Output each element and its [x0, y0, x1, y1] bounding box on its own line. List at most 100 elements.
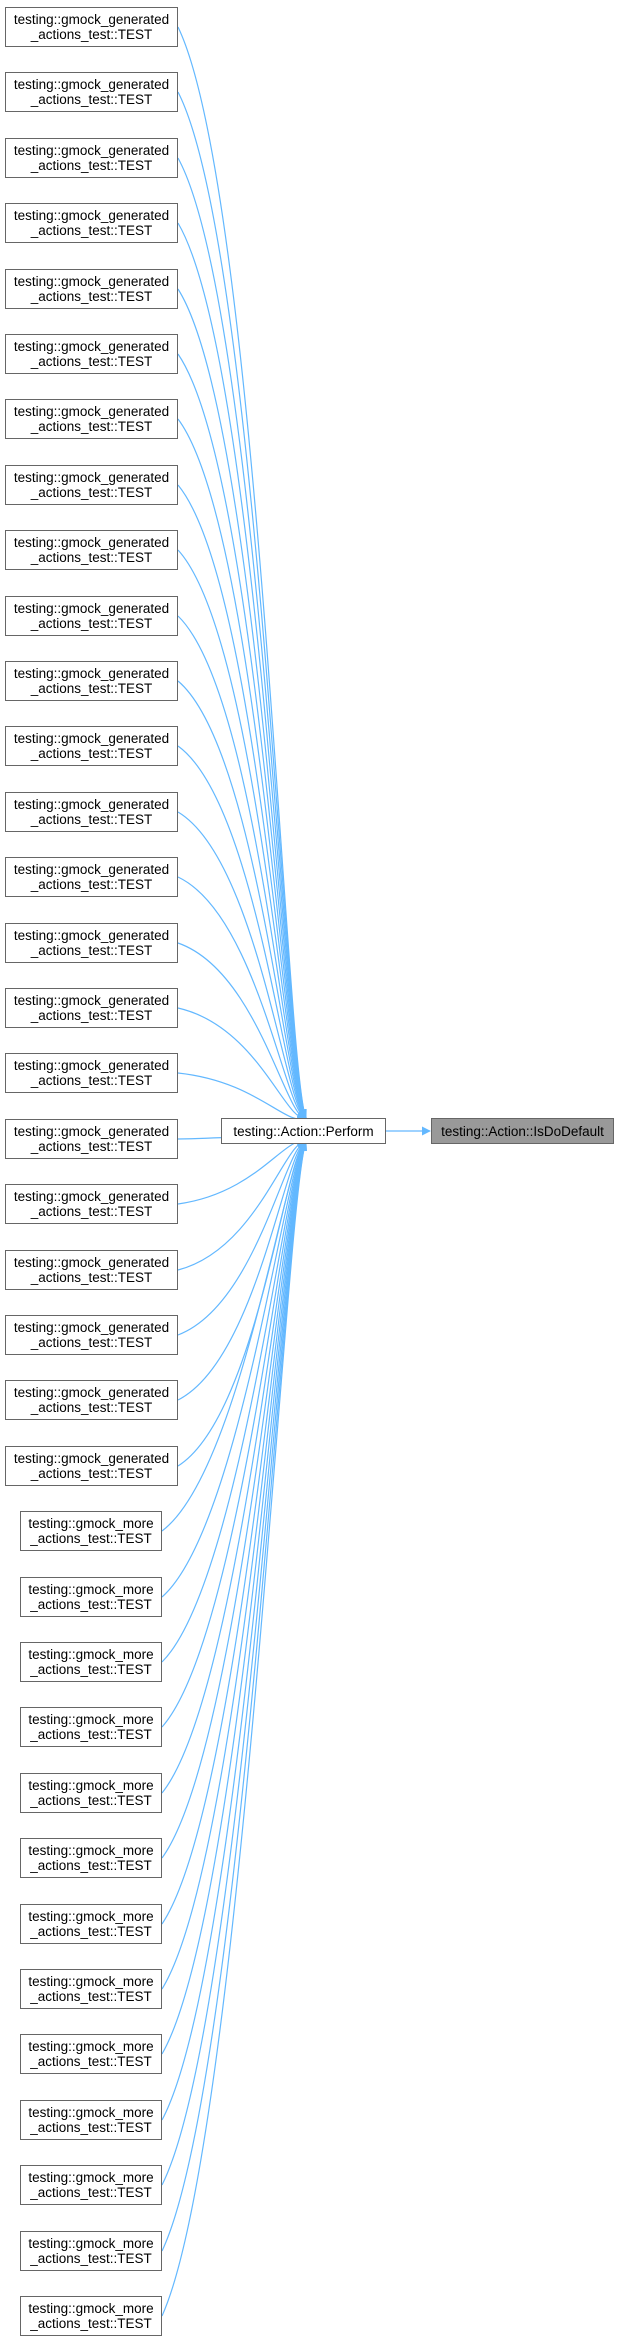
- caller-node[interactable]: testing::gmock_generated_actions_test::T…: [5, 1380, 178, 1420]
- caller-node[interactable]: testing::gmock_generated_actions_test::T…: [5, 399, 178, 439]
- caller-node[interactable]: testing::gmock_generated_actions_test::T…: [5, 1119, 178, 1159]
- caller-node[interactable]: testing::gmock_generated_actions_test::T…: [5, 661, 178, 701]
- isdodefault-node-label: testing::Action::IsDoDefault: [441, 1123, 604, 1139]
- caller-node-line1: testing::gmock_generated: [13, 1385, 170, 1400]
- caller-node-line1: testing::gmock_generated: [13, 77, 170, 92]
- caller-node[interactable]: testing::gmock_generated_actions_test::T…: [5, 923, 178, 963]
- call-edge: [161, 1141, 307, 1794]
- caller-node-line2: _actions_test::TEST: [30, 419, 153, 434]
- caller-node-line1: testing::gmock_more: [28, 1582, 154, 1597]
- perform-node[interactable]: testing::Action::Perform: [221, 1118, 386, 1144]
- call-edge: [177, 680, 307, 1119]
- caller-node[interactable]: testing::gmock_more_actions_test::TEST: [20, 1707, 162, 1747]
- caller-node-line1: testing::gmock_more: [28, 1974, 154, 1989]
- caller-node[interactable]: testing::gmock_generated_actions_test::T…: [5, 465, 178, 505]
- caller-node-line1: testing::gmock_more: [28, 1647, 154, 1662]
- caller-node-line1: testing::gmock_generated: [13, 208, 170, 223]
- call-edge: [161, 1141, 307, 1859]
- caller-node[interactable]: testing::gmock_more_actions_test::TEST: [20, 1773, 162, 1813]
- caller-node[interactable]: testing::gmock_generated_actions_test::T…: [5, 7, 178, 47]
- caller-node[interactable]: testing::gmock_generated_actions_test::T…: [5, 1315, 178, 1355]
- caller-node[interactable]: testing::gmock_more_actions_test::TEST: [20, 2165, 162, 2205]
- caller-node-line1: testing::gmock_more: [28, 1778, 154, 1793]
- caller-node[interactable]: testing::gmock_generated_actions_test::T…: [5, 334, 178, 374]
- call-edge: [177, 811, 307, 1121]
- caller-node[interactable]: testing::gmock_more_actions_test::TEST: [20, 1904, 162, 1944]
- caller-node-line1: testing::gmock_generated: [13, 143, 170, 158]
- call-edge: [161, 1141, 307, 1728]
- caller-node-line2: _actions_test::TEST: [30, 289, 153, 304]
- caller-node-line2: _actions_test::TEST: [30, 943, 153, 958]
- caller-node-line1: testing::gmock_generated: [13, 535, 170, 550]
- caller-node-line2: _actions_test::TEST: [30, 158, 153, 173]
- caller-node-line2: _actions_test::TEST: [30, 1858, 152, 1873]
- caller-node[interactable]: testing::gmock_generated_actions_test::T…: [5, 1446, 178, 1486]
- caller-node-line1: testing::gmock_generated: [13, 470, 170, 485]
- caller-node-line2: _actions_test::TEST: [30, 877, 153, 892]
- call-edge: [177, 353, 307, 1119]
- caller-node-line2: _actions_test::TEST: [30, 550, 153, 565]
- caller-node-line2: _actions_test::TEST: [30, 681, 153, 696]
- caller-node-line1: testing::gmock_generated: [13, 1320, 170, 1335]
- caller-node-line1: testing::gmock_generated: [13, 339, 170, 354]
- caller-node[interactable]: testing::gmock_generated_actions_test::T…: [5, 72, 178, 112]
- caller-node[interactable]: testing::gmock_generated_actions_test::T…: [5, 1053, 178, 1093]
- caller-node[interactable]: testing::gmock_generated_actions_test::T…: [5, 988, 178, 1028]
- call-edge: [177, 484, 307, 1119]
- caller-node[interactable]: testing::gmock_more_actions_test::TEST: [20, 1969, 162, 2009]
- caller-node[interactable]: testing::gmock_more_actions_test::TEST: [20, 2034, 162, 2074]
- caller-node[interactable]: testing::gmock_more_actions_test::TEST: [20, 2231, 162, 2271]
- caller-node-line2: _actions_test::TEST: [30, 2316, 152, 2331]
- perform-node-label: testing::Action::Perform: [233, 1123, 374, 1139]
- caller-node[interactable]: testing::gmock_generated_actions_test::T…: [5, 138, 178, 178]
- caller-node-line2: _actions_test::TEST: [30, 2251, 152, 2266]
- caller-node-line1: testing::gmock_generated: [13, 862, 170, 877]
- caller-node-line1: testing::gmock_more: [28, 1516, 154, 1531]
- caller-node[interactable]: testing::gmock_more_actions_test::TEST: [20, 1577, 162, 1617]
- caller-node[interactable]: testing::gmock_generated_actions_test::T…: [5, 792, 178, 832]
- caller-node-line1: testing::gmock_more: [28, 1843, 154, 1858]
- caller-node-line1: testing::gmock_more: [28, 2301, 154, 2316]
- caller-node-line1: testing::gmock_more: [28, 1909, 154, 1924]
- caller-node-line1: testing::gmock_more: [28, 2170, 154, 2185]
- call-edge: [177, 1007, 307, 1125]
- isdodefault-node[interactable]: testing::Action::IsDoDefault: [431, 1118, 614, 1144]
- caller-node[interactable]: testing::gmock_generated_actions_test::T…: [5, 1250, 178, 1290]
- caller-node-line1: testing::gmock_generated: [13, 1058, 170, 1073]
- caller-node-line1: testing::gmock_generated: [13, 1451, 170, 1466]
- caller-node-line2: _actions_test::TEST: [30, 746, 153, 761]
- caller-node-line2: _actions_test::TEST: [30, 1400, 153, 1415]
- caller-node-line1: testing::gmock_more: [28, 2039, 154, 2054]
- caller-node-line2: _actions_test::TEST: [30, 812, 153, 827]
- caller-node-line1: testing::gmock_generated: [13, 731, 170, 746]
- caller-node-line1: testing::gmock_generated: [13, 404, 170, 419]
- caller-node-line2: _actions_test::TEST: [30, 616, 153, 631]
- caller-node[interactable]: testing::gmock_more_actions_test::TEST: [20, 1642, 162, 1682]
- caller-node-line2: _actions_test::TEST: [30, 1204, 153, 1219]
- caller-node[interactable]: testing::gmock_more_actions_test::TEST: [20, 1511, 162, 1551]
- caller-node-line2: _actions_test::TEST: [30, 2185, 152, 2200]
- caller-node[interactable]: testing::gmock_generated_actions_test::T…: [5, 726, 178, 766]
- caller-node[interactable]: testing::gmock_generated_actions_test::T…: [5, 1184, 178, 1224]
- caller-node-line2: _actions_test::TEST: [30, 1727, 152, 1742]
- caller-node[interactable]: testing::gmock_generated_actions_test::T…: [5, 530, 178, 570]
- caller-node-line2: _actions_test::TEST: [30, 2120, 152, 2135]
- caller-node-line2: _actions_test::TEST: [30, 1924, 152, 1939]
- caller-node-line1: testing::gmock_generated: [13, 666, 170, 681]
- call-edge: [177, 745, 307, 1120]
- caller-node-line1: testing::gmock_generated: [13, 1124, 170, 1139]
- caller-node[interactable]: testing::gmock_generated_actions_test::T…: [5, 596, 178, 636]
- caller-node[interactable]: testing::gmock_more_actions_test::TEST: [20, 2100, 162, 2140]
- call-edge: [177, 549, 307, 1119]
- caller-node-line1: testing::gmock_generated: [13, 274, 170, 289]
- caller-node-line2: _actions_test::TEST: [30, 354, 153, 369]
- caller-node-line2: _actions_test::TEST: [30, 27, 153, 42]
- caller-node-line2: _actions_test::TEST: [30, 223, 153, 238]
- caller-node[interactable]: testing::gmock_generated_actions_test::T…: [5, 857, 178, 897]
- caller-node[interactable]: testing::gmock_generated_actions_test::T…: [5, 203, 178, 243]
- caller-node[interactable]: testing::gmock_more_actions_test::TEST: [20, 1838, 162, 1878]
- caller-node-line1: testing::gmock_generated: [13, 12, 170, 27]
- call-edge: [161, 1140, 307, 1532]
- caller-node[interactable]: testing::gmock_generated_actions_test::T…: [5, 269, 178, 309]
- caller-node[interactable]: testing::gmock_more_actions_test::TEST: [20, 2296, 162, 2336]
